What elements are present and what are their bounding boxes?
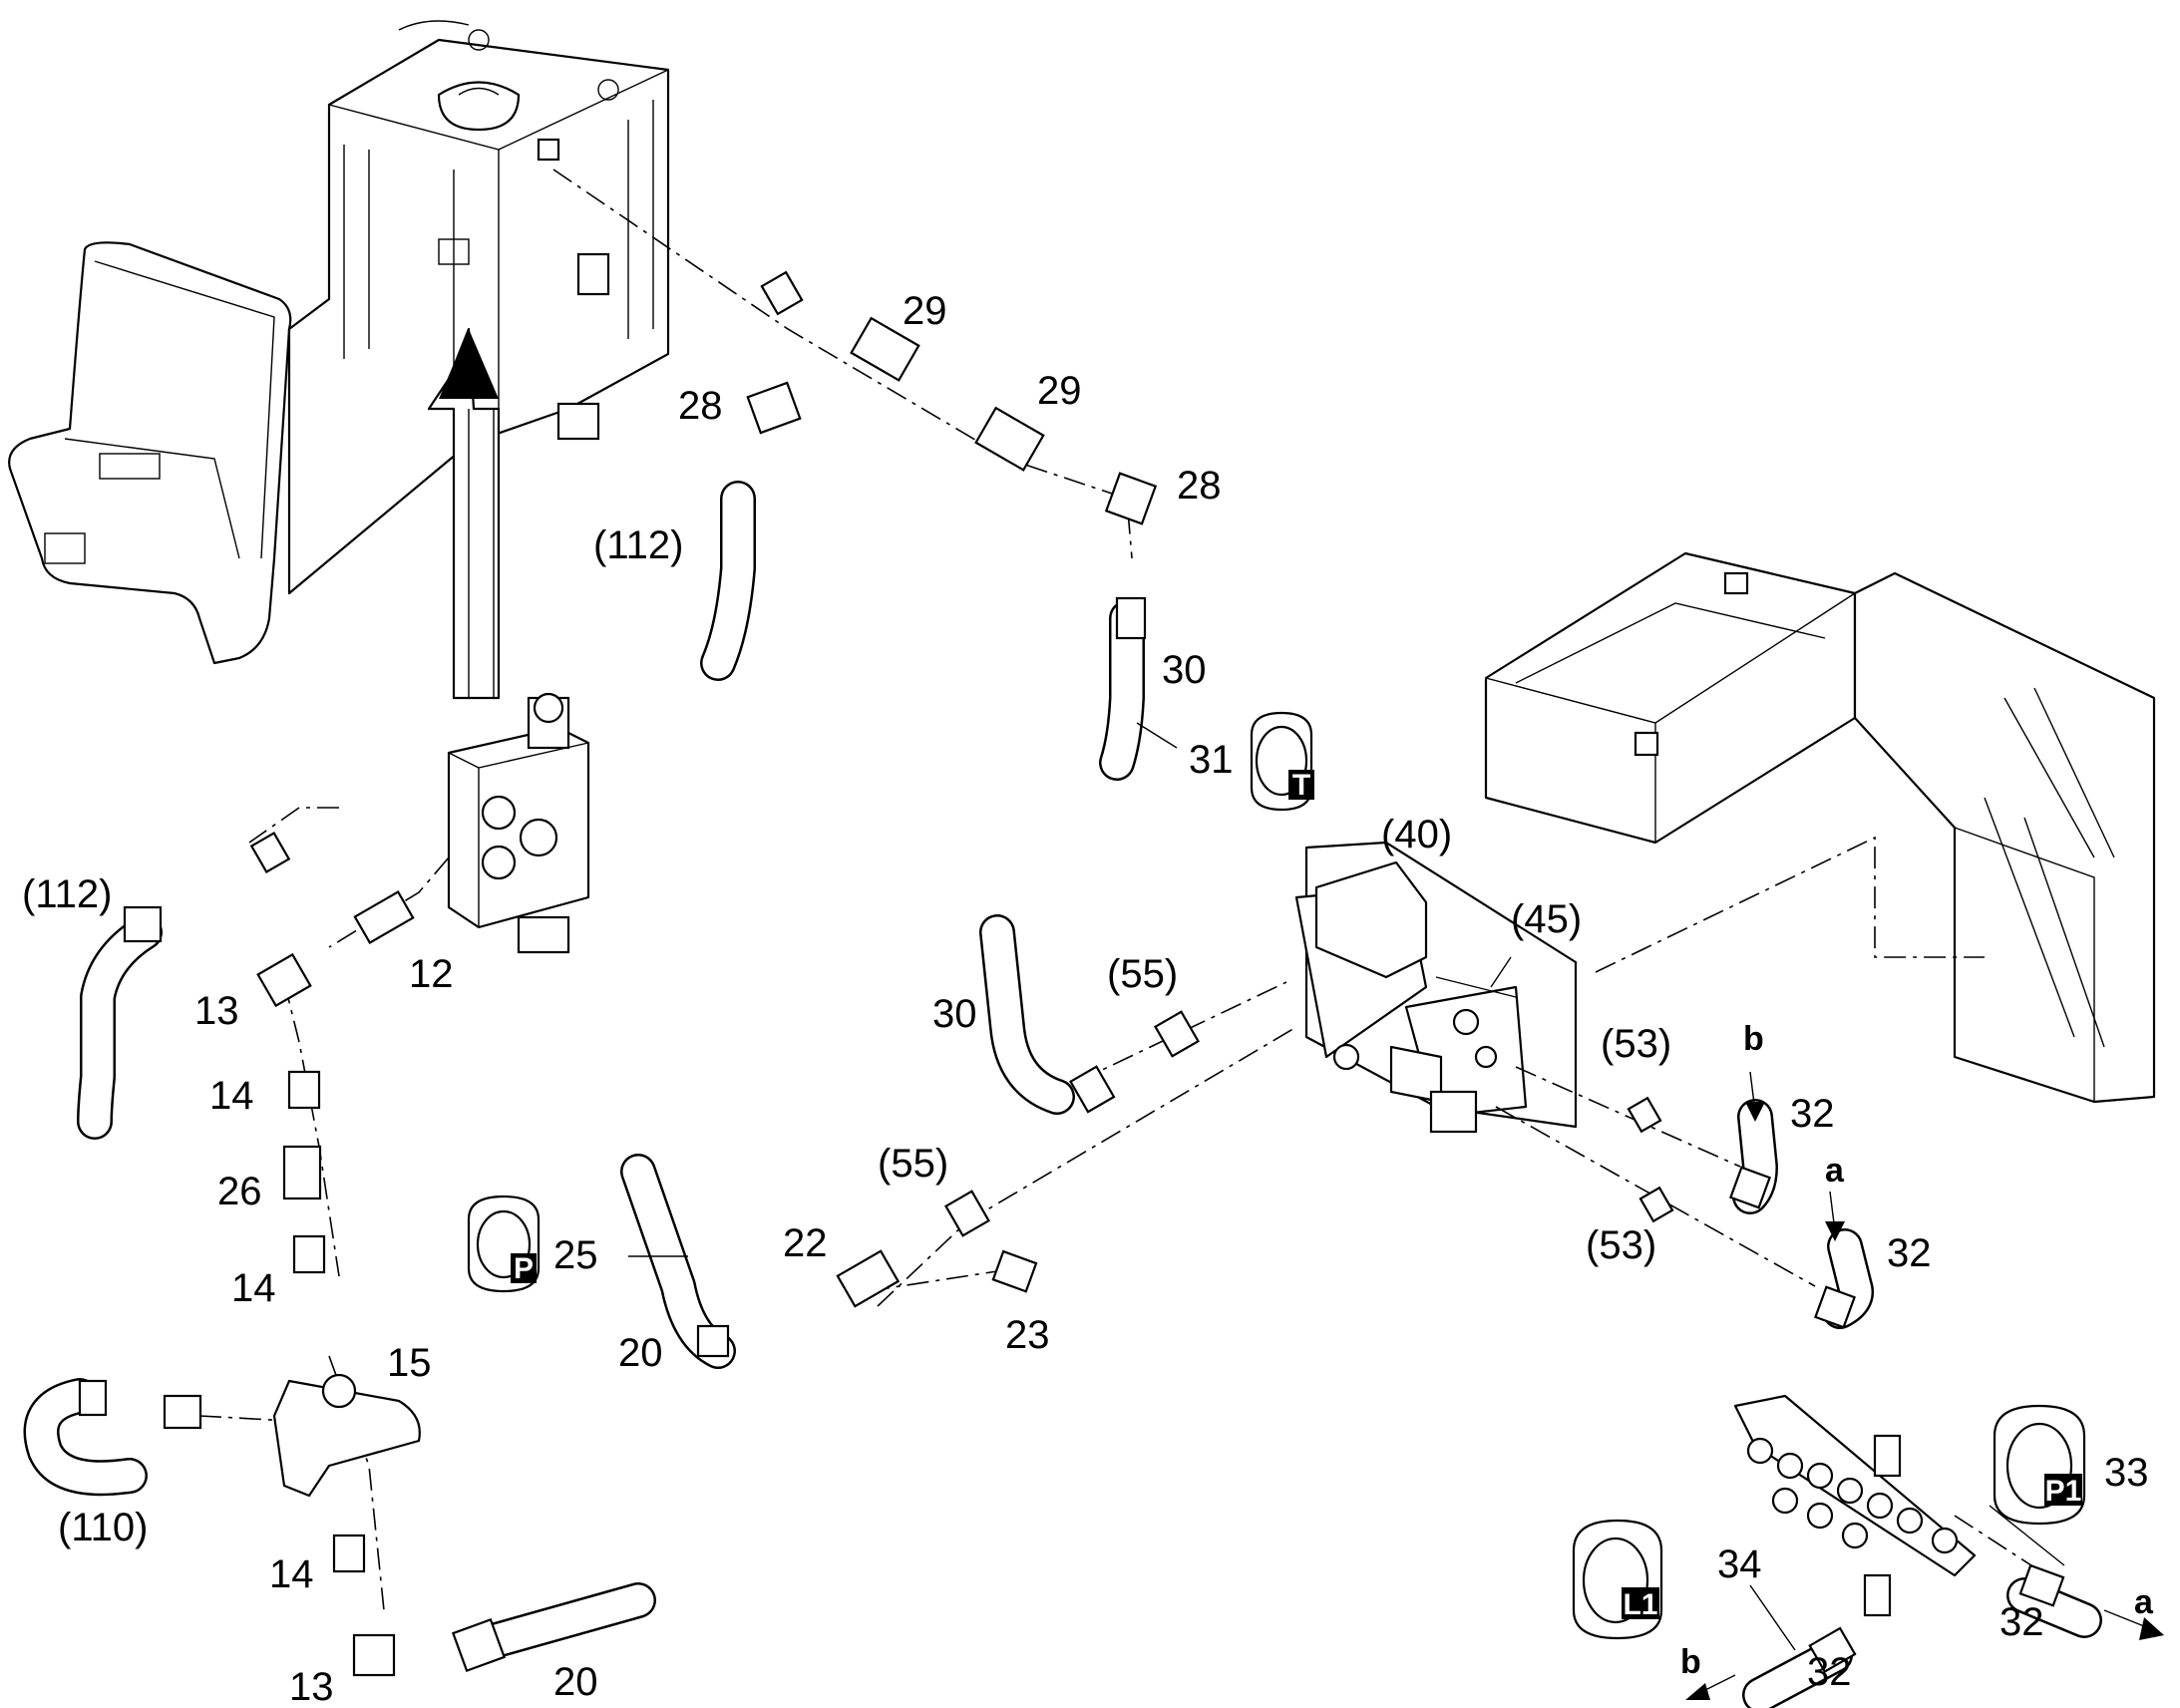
callout-23: 23	[1005, 1313, 1050, 1357]
tag-L1-label: L1	[1623, 1588, 1657, 1621]
callout-22: 22	[783, 1221, 828, 1265]
callout-32-upper: 32	[1790, 1092, 1835, 1136]
callout-53-lower: (53)	[1586, 1223, 1656, 1267]
tag-T-label: T	[1292, 769, 1310, 802]
callout-55-lower: (55)	[878, 1142, 948, 1186]
flow-label-a-upper: a	[1825, 1152, 1845, 1190]
callout-29-lower: 29	[1037, 369, 1082, 413]
callout-20-middle: 20	[618, 1331, 663, 1375]
flow-label-b-lower: b	[1680, 1643, 1701, 1681]
flow-label-a-lower: a	[2134, 1583, 2154, 1621]
callout-45: (45)	[1511, 897, 1582, 941]
callout-112-left: (112)	[22, 872, 112, 916]
flow-label-b-upper: b	[1743, 1020, 1764, 1058]
callout-20-bottom: 20	[553, 1660, 598, 1704]
callout-112-top: (112)	[593, 523, 683, 567]
mount-arrow	[427, 327, 501, 700]
callout-30-top: 30	[1162, 648, 1207, 692]
callout-12: 12	[409, 952, 454, 996]
callout-32-left: 32	[1807, 1650, 1852, 1694]
machine-frame	[1484, 551, 2156, 1104]
callout-110: (110)	[58, 1506, 148, 1549]
operator-seat	[8, 241, 292, 665]
fittings	[78, 270, 2065, 1677]
callout-33: 33	[2104, 1451, 2149, 1495]
distribution-block	[1733, 1394, 1977, 1617]
callout-26: 26	[217, 1170, 262, 1213]
tag-T-marker: T	[1250, 711, 1314, 812]
flow-arrows	[1685, 1071, 2164, 1700]
callout-15: 15	[387, 1341, 432, 1385]
tag-L1-marker: L1	[1572, 1519, 1663, 1640]
tag-P-marker: P	[467, 1195, 541, 1293]
callout-25: 25	[553, 1233, 598, 1277]
callout-14-a: 14	[209, 1074, 254, 1118]
tag-P1-marker: P1	[1993, 1404, 2086, 1526]
callout-13-upper: 13	[194, 989, 239, 1033]
callout-55-upper: (55)	[1107, 952, 1178, 996]
hydraulic-tank-unit	[287, 20, 670, 595]
priority-valve-block	[447, 692, 590, 954]
callout-13-lower: 13	[289, 1665, 334, 1708]
callout-40: (40)	[1381, 813, 1452, 856]
callout-32-right: 32	[1999, 1600, 2044, 1644]
callout-53-upper: (53)	[1601, 1022, 1671, 1066]
callout-labels: 29 29 28 28 (112) 30 31 (40) (45) (112) …	[22, 289, 2154, 1708]
leader-lines	[628, 722, 2065, 1651]
tag-P1-label: P1	[2045, 1475, 2082, 1508]
callout-34: 34	[1717, 1542, 1762, 1586]
tag-P-label: P	[514, 1252, 534, 1285]
callout-28-left: 28	[678, 384, 723, 428]
callout-32-lower: 32	[1887, 1231, 1932, 1275]
callout-31: 31	[1189, 738, 1234, 782]
callout-29-upper: 29	[903, 289, 947, 333]
callout-14-b: 14	[231, 1266, 276, 1310]
callout-14-c: 14	[269, 1552, 314, 1596]
control-valve-manifold	[1294, 841, 1578, 1134]
callout-30-middle: 30	[932, 992, 977, 1036]
callout-28-right: 28	[1177, 464, 1222, 508]
